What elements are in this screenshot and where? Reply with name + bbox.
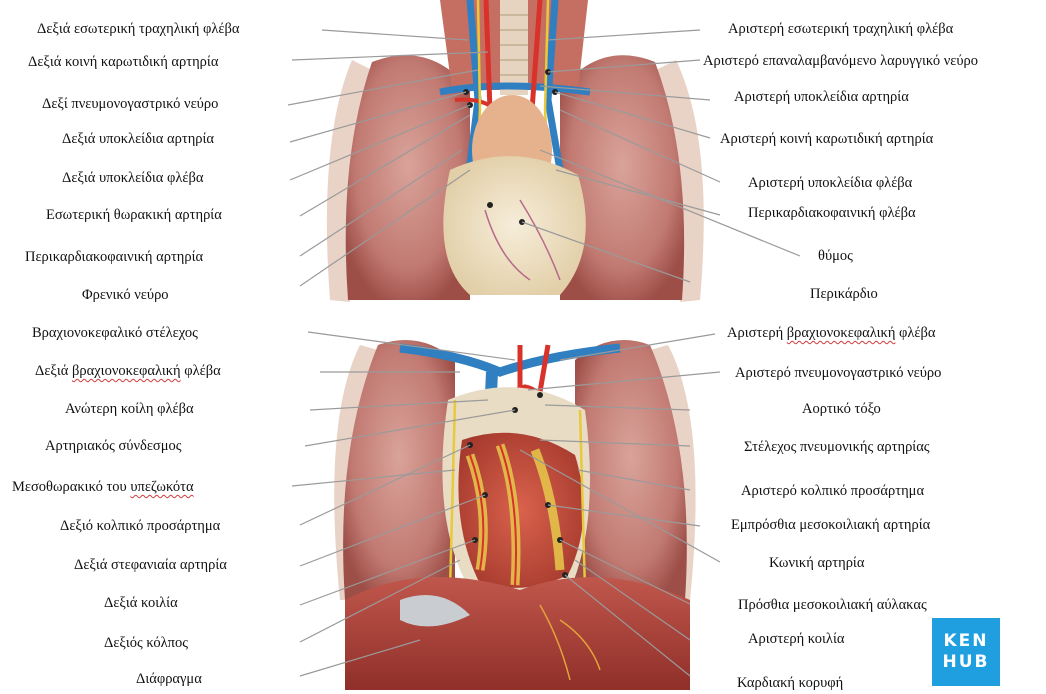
label-left-subclavian-artery: Αριστερή υποκλείδια αρτηρία: [734, 88, 909, 106]
label-right-vagus-nerve: Δεξί πνευμονογαστρικό νεύρο: [42, 95, 218, 113]
label-left-ventricle: Αριστερή κοιλία: [748, 630, 844, 648]
label-left-vagus-nerve: Αριστερό πνευμονογαστρικό νεύρο: [735, 364, 941, 382]
label-left-common-carotid-artery: Αριστερή κοινή καρωτιδική αρτηρία: [720, 130, 933, 148]
label-diaphragm: Διάφραγμα: [136, 670, 202, 688]
label-superior-vena-cava: Ανώτερη κοίλη φλέβα: [65, 400, 194, 418]
label-text-pre: Μεσοθωρακικό του: [12, 479, 130, 495]
label-thymus: θύμος: [818, 247, 853, 265]
bottom-thorax-illustration: [334, 340, 695, 690]
label-pericardiacophrenic-artery: Περικαρδιακοφαινική αρτηρία: [25, 248, 203, 266]
label-right-auricle: Δεξιό κολπικό προσάρτημα: [60, 517, 220, 535]
label-left-subclavian-vein: Αριστερή υποκλείδια φλέβα: [748, 174, 912, 192]
label-anterior-interventricular-sulcus: Πρόσθια μεσοκοιλιακή αύλακας: [738, 596, 927, 614]
label-right-internal-jugular-vein: Δεξιά εσωτερική τραχηλική φλέβα: [37, 20, 239, 38]
label-right-atrium: Δεξιός κόλπος: [104, 634, 188, 652]
label-mediastinal-pleura: Μεσοθωρακικό του υπεζωκότα: [12, 478, 194, 496]
kenhub-logo: KEN HUB: [932, 618, 1000, 686]
label-right-subclavian-artery: Δεξιά υποκλείδια αρτηρία: [62, 130, 214, 148]
label-right-common-carotid-artery: Δεξιά κοινή καρωτιδική αρτηρία: [28, 53, 218, 71]
label-right-brachiocephalic-vein: Δεξιά βραχιονοκεφαλική φλέβα: [35, 362, 221, 380]
top-thorax-illustration: [327, 0, 704, 302]
logo-line-1: KEN: [943, 631, 988, 652]
label-text-post: φλέβα: [181, 363, 221, 379]
label-internal-thoracic-artery: Εσωτερική θωρακική αρτηρία: [46, 206, 222, 224]
label-ligamentum-arteriosum: Αρτηριακός σύνδεσμος: [45, 437, 182, 455]
label-right-subclavian-vein: Δεξιά υποκλείδια φλέβα: [62, 169, 204, 187]
label-right-coronary-artery: Δεξιά στεφανιαία αρτηρία: [74, 556, 227, 574]
label-aortic-arch: Αορτικό τόξο: [802, 400, 881, 418]
label-pericardium: Περικάρδιο: [810, 285, 878, 303]
label-anterior-interventricular-artery: Εμπρόσθια μεσοκοιλιακή αρτηρία: [731, 516, 930, 534]
label-brachiocephalic-trunk: Βραχιονοκεφαλικό στέλεχος: [32, 324, 198, 342]
label-conus-artery: Κωνική αρτηρία: [769, 554, 864, 572]
label-text-pre: Αριστερή: [727, 325, 787, 341]
label-left-recurrent-laryngeal-nerve: Αριστερό επαναλαμβανόμενο λαρυγγικό νεύρ…: [703, 52, 978, 70]
label-text-pre: Δεξιά: [35, 363, 72, 379]
label-text-post: φλέβα: [895, 325, 935, 341]
label-right-ventricle: Δεξιά κοιλία: [104, 594, 178, 612]
label-text-spellcheck: υπεζωκότα: [130, 479, 193, 495]
top-pericardium: [443, 156, 585, 295]
label-pulmonary-trunk: Στέλεχος πνευμονικής αρτηρίας: [744, 438, 930, 456]
label-text-spellcheck: βραχιονοκεφαλική: [787, 325, 896, 341]
label-left-brachiocephalic-vein: Αριστερή βραχιονοκεφαλική φλέβα: [727, 324, 936, 342]
logo-line-2: HUB: [943, 652, 990, 673]
label-left-auricle: Αριστερό κολπικό προσάρτημα: [741, 482, 924, 500]
label-text-spellcheck: βραχιονοκεφαλική: [72, 363, 181, 379]
label-left-internal-jugular-vein: Αριστερή εσωτερική τραχηλική φλέβα: [728, 20, 953, 38]
label-phrenic-nerve: Φρενικό νεύρο: [82, 286, 169, 304]
label-cardiac-apex: Καρδιακή κορυφή: [737, 674, 843, 692]
label-pericardiacophrenic-vein: Περικαρδιακοφαινική φλέβα: [748, 204, 916, 222]
